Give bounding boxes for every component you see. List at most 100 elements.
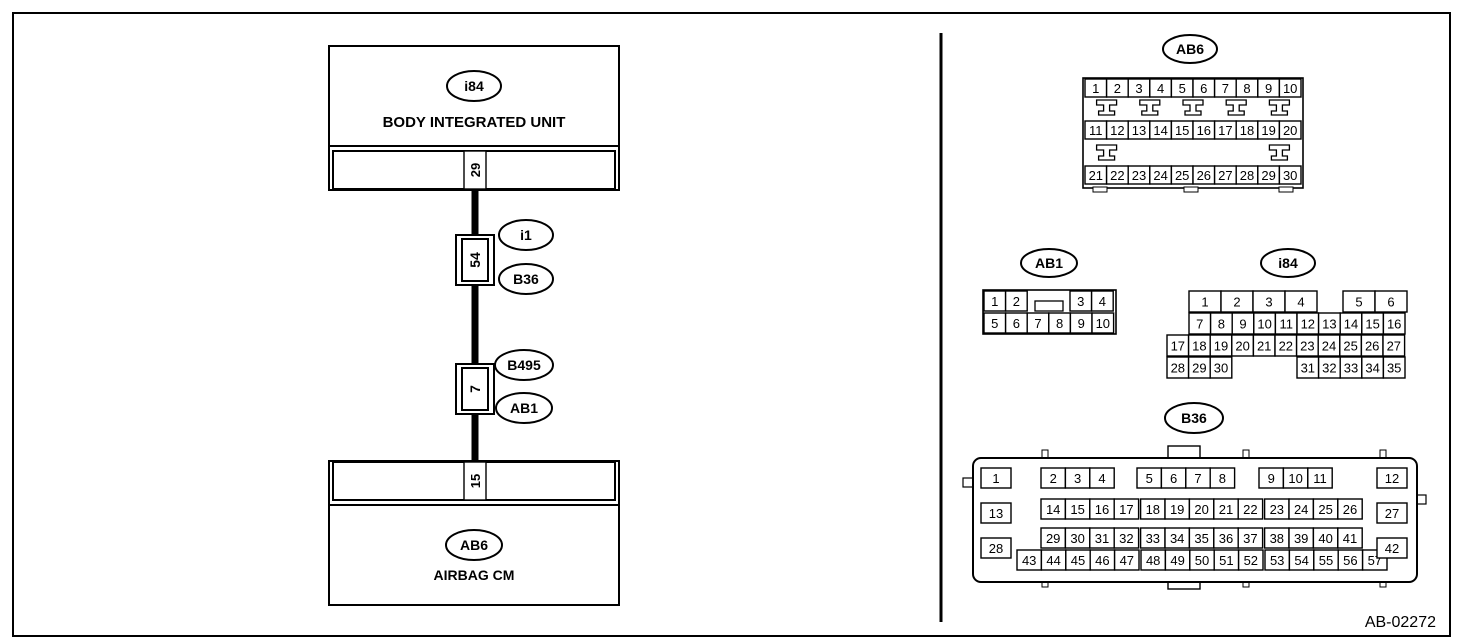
pin-label: 4: [1157, 81, 1164, 96]
body-integrated-unit: i84 BODY INTEGRATED UNIT 29: [328, 45, 620, 191]
pin-label: 29: [1261, 168, 1275, 183]
pin-label: 33: [1344, 361, 1358, 376]
pin-label: 33: [1146, 531, 1160, 546]
pin-label: 28: [989, 541, 1003, 556]
pin-label: 29: [1046, 531, 1060, 546]
pin-label: 51: [1219, 553, 1233, 568]
pin-label: 17: [1171, 339, 1185, 354]
pin-label: 5: [1146, 471, 1153, 486]
outer-frame: [12, 12, 1451, 637]
bottom-unit-id: AB6: [460, 537, 488, 553]
lock-tab-symbol: [1268, 144, 1291, 161]
pin-label: 32: [1119, 531, 1133, 546]
pin-label: 5: [991, 316, 998, 331]
pin-cell: [980, 537, 1012, 559]
pin-cell: [980, 502, 1012, 524]
pin-label: 35: [1194, 531, 1208, 546]
pin-cell: [1089, 467, 1115, 489]
pin-label: 5: [1355, 295, 1362, 310]
pin-label: 17: [1119, 502, 1133, 517]
pin-label: 8: [1243, 81, 1250, 96]
pin-label: 35: [1387, 361, 1401, 376]
pin-label: 29: [1192, 361, 1206, 376]
lower-splice-pin: 7: [467, 385, 483, 393]
pin-label: 3: [1074, 471, 1081, 486]
pin-label: 11: [1089, 123, 1103, 138]
pin-label: 4: [1098, 471, 1105, 486]
pin-label: 10: [1257, 317, 1271, 332]
lock-tab-symbol: [1182, 99, 1204, 116]
pin-label: 21: [1089, 168, 1103, 183]
pin-cell: [1337, 498, 1363, 520]
pin-label: 38: [1270, 531, 1284, 546]
pin-label: 2: [1050, 471, 1057, 486]
pin-label: 6: [1170, 471, 1177, 486]
unit-id-oval: [446, 70, 502, 102]
pin-label: 12: [1385, 471, 1399, 486]
pin-cell: [1004, 290, 1028, 312]
lock-tab-symbol: [1268, 99, 1291, 116]
pin-label: 28: [1171, 361, 1185, 376]
pin-label: 46: [1095, 553, 1109, 568]
pin-label: 11: [1313, 471, 1327, 486]
pin-cell: [980, 467, 1012, 489]
pin-cell: [1091, 312, 1115, 334]
pin-label: 31: [1301, 361, 1315, 376]
lock-tab-symbol: [1095, 99, 1118, 116]
pin-label: 20: [1235, 339, 1249, 354]
pin-label: 22: [1279, 339, 1293, 354]
lower-splice-top-label: B495: [507, 357, 541, 373]
pin-cell: [1113, 549, 1140, 571]
pin-label: 18: [1240, 123, 1254, 138]
pin-label: 7: [1034, 316, 1041, 331]
pin-label: 34: [1170, 531, 1184, 546]
pin-label: 11: [1279, 317, 1293, 332]
pin-label: 10: [1096, 316, 1110, 331]
pin-label: 17: [1218, 123, 1232, 138]
pin-label: 32: [1322, 361, 1336, 376]
pin-label: 10: [1288, 471, 1302, 486]
upper-splice-pin: 54: [467, 252, 483, 268]
pin-label: 15: [1365, 317, 1379, 332]
lock-tab-symbol: [1225, 99, 1247, 116]
pin-cell: [1382, 356, 1406, 379]
pin-label: 1: [1201, 295, 1208, 310]
pin-label: 15: [1175, 123, 1189, 138]
pin-label: 14: [1344, 317, 1358, 332]
pin-label: 25: [1175, 168, 1189, 183]
pin-label: 16: [1095, 502, 1109, 517]
pin-label: 1: [991, 294, 998, 309]
pin-label: 23: [1270, 502, 1284, 517]
pin-label: 44: [1046, 553, 1060, 568]
lower-splice-connector: 7 B495 AB1: [455, 349, 554, 424]
pin-label: 3: [1265, 295, 1272, 310]
pin-label: 27: [1385, 506, 1399, 521]
pin-cell: [1376, 537, 1408, 559]
pin-cell: [1337, 527, 1363, 549]
top-unit-id: i84: [464, 78, 484, 94]
pin-label: 12: [1301, 317, 1315, 332]
connector-i84-label: i84: [1278, 255, 1298, 271]
pin-label: 14: [1046, 502, 1060, 517]
pin-label: 28: [1240, 168, 1254, 183]
pin-label: 3: [1135, 81, 1142, 96]
pin-label: 40: [1318, 531, 1332, 546]
pin-label: 27: [1218, 168, 1232, 183]
pin-label: 7: [1196, 317, 1203, 332]
pin-label: 7: [1222, 81, 1229, 96]
pin-label: 8: [1219, 471, 1226, 486]
pin-label: 16: [1197, 123, 1211, 138]
pin-label: 9: [1239, 317, 1246, 332]
pin-label: 3: [1077, 294, 1084, 309]
pin-cell: [1307, 467, 1333, 489]
pin-label: 4: [1099, 294, 1106, 309]
pin-label: 24: [1322, 339, 1336, 354]
pin-label: 7: [1194, 471, 1201, 486]
unit-id-oval: [445, 529, 503, 561]
pin-label: 12: [1110, 123, 1124, 138]
pin-label: 45: [1071, 553, 1085, 568]
connector-ab6-label: AB6: [1176, 41, 1204, 57]
pin-cell: [1209, 356, 1233, 379]
pin-cell: [1374, 290, 1408, 313]
